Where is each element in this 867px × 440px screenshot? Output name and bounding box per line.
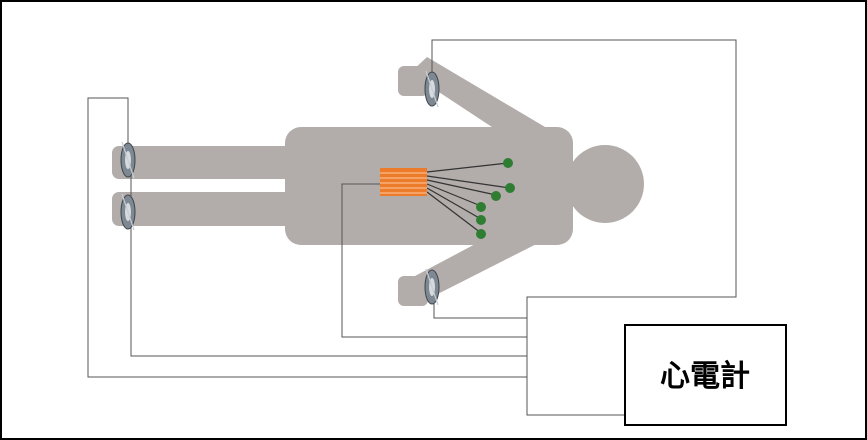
- clip-left-leg: [120, 193, 136, 231]
- upper-arm: [410, 57, 567, 160]
- head: [566, 145, 644, 223]
- chest-lead: [426, 191, 482, 234]
- chest-electrode: [476, 229, 486, 239]
- lower-arm: [400, 207, 568, 303]
- chest-lead: [426, 187, 482, 220]
- wire-left-leg: [87, 97, 527, 378]
- chest-electrode: [503, 158, 513, 168]
- pad-body: [380, 168, 427, 196]
- wire-chest-pad: [341, 183, 527, 338]
- chest-electrode: [476, 215, 486, 225]
- limb-clips: [120, 70, 440, 306]
- chest-electrode: [505, 183, 515, 193]
- right-leg: [112, 146, 302, 179]
- ecg-device-box: [624, 324, 787, 426]
- chest-lead-bundle: [426, 162, 511, 234]
- chest-lead: [426, 162, 509, 173]
- ecg-device-label: 心電計: [660, 359, 750, 394]
- human-figure: [112, 57, 644, 306]
- wire-trunk: [526, 297, 624, 416]
- ecg-device: 心電計: [624, 324, 787, 426]
- clip-right-leg: [120, 141, 136, 179]
- torso: [285, 127, 573, 245]
- chest-electrode: [491, 191, 501, 201]
- clip-upper-arm: [424, 70, 440, 108]
- multi-electrode-pad: [380, 168, 427, 196]
- chest-lead: [426, 179, 497, 196]
- lower-hand: [398, 276, 428, 306]
- wire-right-leg: [130, 165, 527, 357]
- chest-lead: [426, 183, 482, 207]
- clip-lower-arm: [424, 268, 440, 306]
- chest-electrodes: [476, 158, 515, 239]
- chest-lead: [426, 175, 511, 189]
- left-leg: [112, 192, 302, 226]
- chest-electrode: [476, 202, 486, 212]
- upper-hand: [398, 66, 428, 96]
